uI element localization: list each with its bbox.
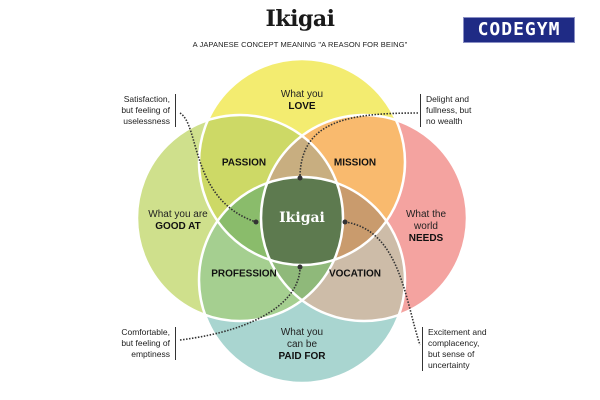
note-line: but sense of: [428, 349, 475, 359]
connector-dot: [297, 264, 303, 270]
label-love: What you LOVE: [281, 89, 323, 113]
zone-vocation: VOCATION: [328, 268, 382, 280]
label-good-at: What you are GOOD AT: [148, 209, 207, 233]
note-line: Satisfaction,: [123, 94, 170, 104]
label-emphasis: NEEDS: [408, 233, 444, 244]
note-line: no wealth: [426, 116, 463, 126]
note-mission: Delight and fullness, but no wealth: [420, 94, 471, 127]
label-emphasis: GOOD AT: [155, 221, 201, 232]
zone-mission: MISSION: [333, 157, 377, 169]
note-line: fullness, but: [426, 105, 472, 115]
note-line: but feeling of: [121, 338, 170, 348]
label-text: What the: [405, 209, 447, 220]
connector-dot: [253, 219, 259, 225]
connector-top-right: [299, 112, 419, 179]
connector-dot: [297, 175, 303, 181]
note-line: Excitement and: [428, 327, 487, 337]
region-love-needs-paid: [261, 177, 405, 265]
region-love-good-needs: [261, 115, 343, 265]
note-line: uncertainty: [428, 360, 470, 370]
zone-ikigai: Ikigai: [279, 210, 325, 226]
note-line: Comfortable,: [121, 327, 170, 337]
note-line: complacency,: [428, 338, 480, 348]
note-passion: Satisfaction, but feeling of uselessness: [121, 94, 176, 127]
region-love-good-paid: [199, 177, 343, 265]
region-paid-good-needs: [261, 177, 343, 321]
label-text: What you: [280, 89, 324, 100]
label-emphasis: LOVE: [288, 101, 316, 112]
connector-dot: [342, 219, 348, 225]
zone-passion: PASSION: [221, 157, 267, 169]
note-line: emptiness: [131, 349, 170, 359]
note-line: but feeling of: [121, 105, 170, 115]
label-text: What you: [280, 327, 324, 338]
connector-bottom-right: [344, 221, 421, 346]
note-profession: Comfortable, but feeling of emptiness: [121, 327, 176, 360]
label-needs: What the world NEEDS: [406, 209, 446, 245]
label-text: world: [414, 221, 438, 232]
label-text: What you are: [148, 209, 208, 220]
note-line: uselessness: [123, 116, 170, 126]
zone-profession: PROFESSION: [211, 268, 277, 280]
label-emphasis: PAID FOR: [278, 351, 326, 362]
label-text: can be: [286, 339, 318, 350]
note-vocation: Excitement and complacency, but sense of…: [422, 327, 487, 371]
codegym-logo: CODEGYM: [463, 17, 575, 43]
label-paid-for: What you can be PAID FOR: [278, 327, 325, 363]
page-title: Ikigai: [265, 6, 335, 32]
connector-top-left: [179, 112, 257, 223]
page-subtitle: A JAPANESE CONCEPT MEANING "A REASON FOR…: [192, 40, 408, 49]
note-line: Delight and: [426, 94, 470, 104]
